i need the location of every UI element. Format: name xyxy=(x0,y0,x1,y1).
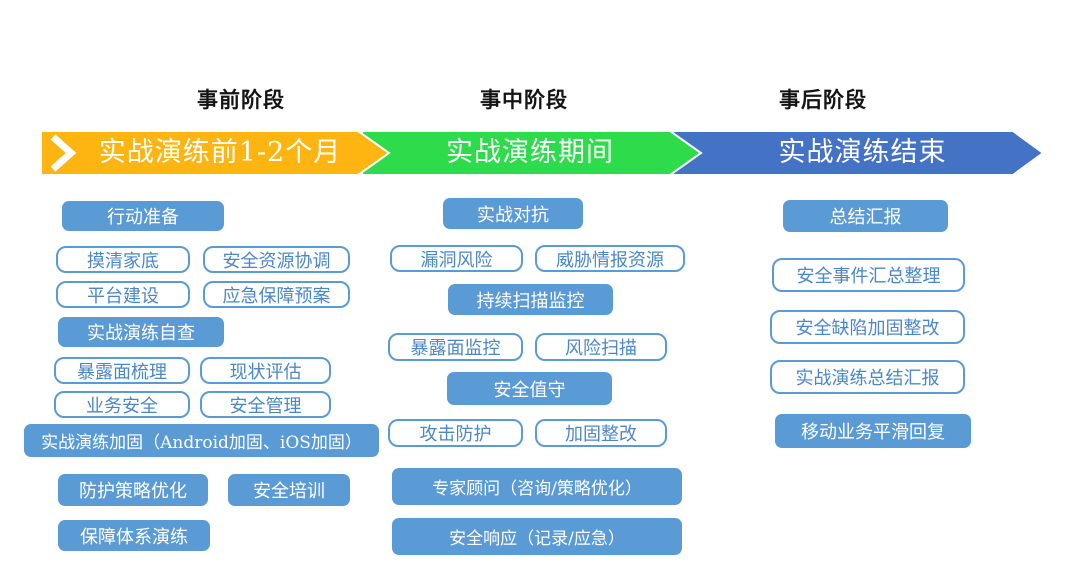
box-exposure-surface-monitoring: 暴露面监控 xyxy=(388,333,523,361)
banner-pre-label: 实战演练前1-2个月 xyxy=(98,137,342,168)
box-security-response: 安全响应（记录/应急） xyxy=(392,518,682,555)
box-business-security: 业务安全 xyxy=(54,391,190,418)
box-drill-hardening: 实战演练加固（Android加固、iOS加固） xyxy=(24,424,379,457)
box-risk-scanning: 风险扫描 xyxy=(535,333,667,361)
box-exposure-surface-sorting: 暴露面梳理 xyxy=(54,357,190,384)
box-continuous-scan-monitoring: 持续扫描监控 xyxy=(448,284,613,315)
box-attack-protection: 攻击防护 xyxy=(388,419,523,447)
box-drill-summary-report: 实战演练总结汇报 xyxy=(770,360,965,394)
phase-banner-arrows xyxy=(40,130,1045,176)
box-support-system-drill: 保障体系演练 xyxy=(58,520,210,551)
box-incident-summary: 安全事件汇总整理 xyxy=(772,258,965,292)
heading-pre-phase: 事前阶段 xyxy=(197,89,285,112)
box-security-duty: 安全值守 xyxy=(447,372,612,405)
box-security-training: 安全培训 xyxy=(228,474,350,506)
box-expert-consultant: 专家顾问（咨询/策略优化） xyxy=(392,468,682,505)
box-emergency-support-plan: 应急保障预案 xyxy=(203,281,350,308)
box-mobile-business-smooth-recovery: 移动业务平滑回复 xyxy=(775,414,971,448)
heading-post-phase: 事后阶段 xyxy=(779,89,867,112)
box-security-resource-coordination: 安全资源协调 xyxy=(203,246,350,273)
box-summary-report: 总结汇报 xyxy=(783,200,948,232)
box-current-status-assessment: 现状评估 xyxy=(200,357,331,384)
leading-chevron-icon xyxy=(50,134,77,172)
box-threat-intel-resources: 威胁情报资源 xyxy=(535,245,685,272)
banner-during-label: 实战演练期间 xyxy=(446,137,614,168)
box-drill-self-inspection: 实战演练自查 xyxy=(58,317,224,347)
box-defect-hardening: 安全缺陷加固整改 xyxy=(770,310,965,344)
box-protection-strategy-optimization: 防护策略优化 xyxy=(58,474,208,506)
box-security-management: 安全管理 xyxy=(200,391,331,418)
banner-post-label: 实战演练结束 xyxy=(778,137,947,168)
box-hardening-rectification: 加固整改 xyxy=(535,419,667,447)
box-live-confrontation: 实战对抗 xyxy=(443,198,583,229)
box-vulnerability-risk: 漏洞风险 xyxy=(390,245,523,272)
banner-pre-arrow xyxy=(40,130,391,176)
heading-during-phase: 事中阶段 xyxy=(480,89,568,112)
box-action-preparation: 行动准备 xyxy=(62,201,224,231)
box-platform-construction: 平台建设 xyxy=(56,281,190,308)
box-asset-inventory: 摸清家底 xyxy=(56,246,190,273)
